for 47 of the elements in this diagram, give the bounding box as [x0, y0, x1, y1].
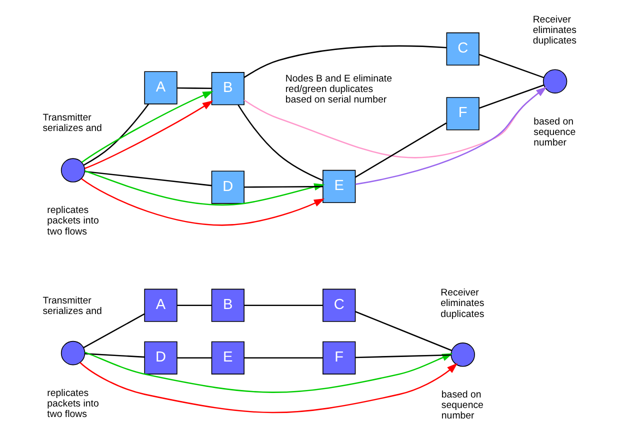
node-box: E	[322, 170, 356, 204]
connector	[244, 357, 322, 359]
node-box: D	[144, 341, 177, 374]
node-box: B	[210, 72, 244, 106]
node-circle	[60, 340, 85, 366]
connector	[478, 84, 544, 109]
node-box: F	[446, 97, 479, 130]
node-box: F	[322, 341, 356, 374]
arrow	[81, 91, 213, 163]
connector	[176, 357, 212, 359]
connector	[244, 304, 322, 306]
arrow	[79, 362, 458, 414]
connector	[83, 104, 149, 166]
connector	[84, 170, 212, 186]
node-box: E	[210, 341, 244, 374]
node-circle	[450, 342, 474, 367]
arrow	[243, 86, 546, 158]
connector	[478, 54, 544, 78]
node-label: based on sequence number	[440, 390, 483, 422]
node-box: C	[322, 288, 356, 322]
arrow	[354, 86, 546, 185]
node-circle	[60, 158, 85, 182]
node-label: replicates packets into two flows	[46, 205, 98, 238]
label: Nodes B and E eliminate red/green duplicates based on serial number	[284, 73, 392, 106]
connector	[176, 87, 212, 90]
node-label: Receiver eliminates duplicates	[440, 288, 484, 320]
node-circle	[542, 69, 567, 94]
node-box: D	[210, 170, 244, 204]
node-label: based on sequence number	[533, 116, 576, 148]
node-label: replicates packets into two flows	[46, 388, 98, 420]
arrow	[84, 100, 213, 169]
connector	[176, 304, 212, 306]
node-label: Transmitter serializes and	[42, 112, 102, 134]
node-box: C	[446, 32, 479, 66]
connector	[82, 313, 144, 348]
connector	[354, 311, 452, 352]
node-label: Transmitter serializes and	[42, 295, 102, 317]
node-label: Receiver eliminates duplicates	[532, 14, 576, 46]
node-box: A	[144, 71, 177, 104]
connector	[354, 122, 446, 178]
connector	[244, 186, 322, 188]
connector	[354, 354, 451, 358]
node-box: A	[144, 288, 177, 322]
connector	[84, 353, 144, 358]
connector	[243, 45, 446, 78]
node-box: B	[210, 288, 244, 322]
connector	[237, 104, 323, 182]
